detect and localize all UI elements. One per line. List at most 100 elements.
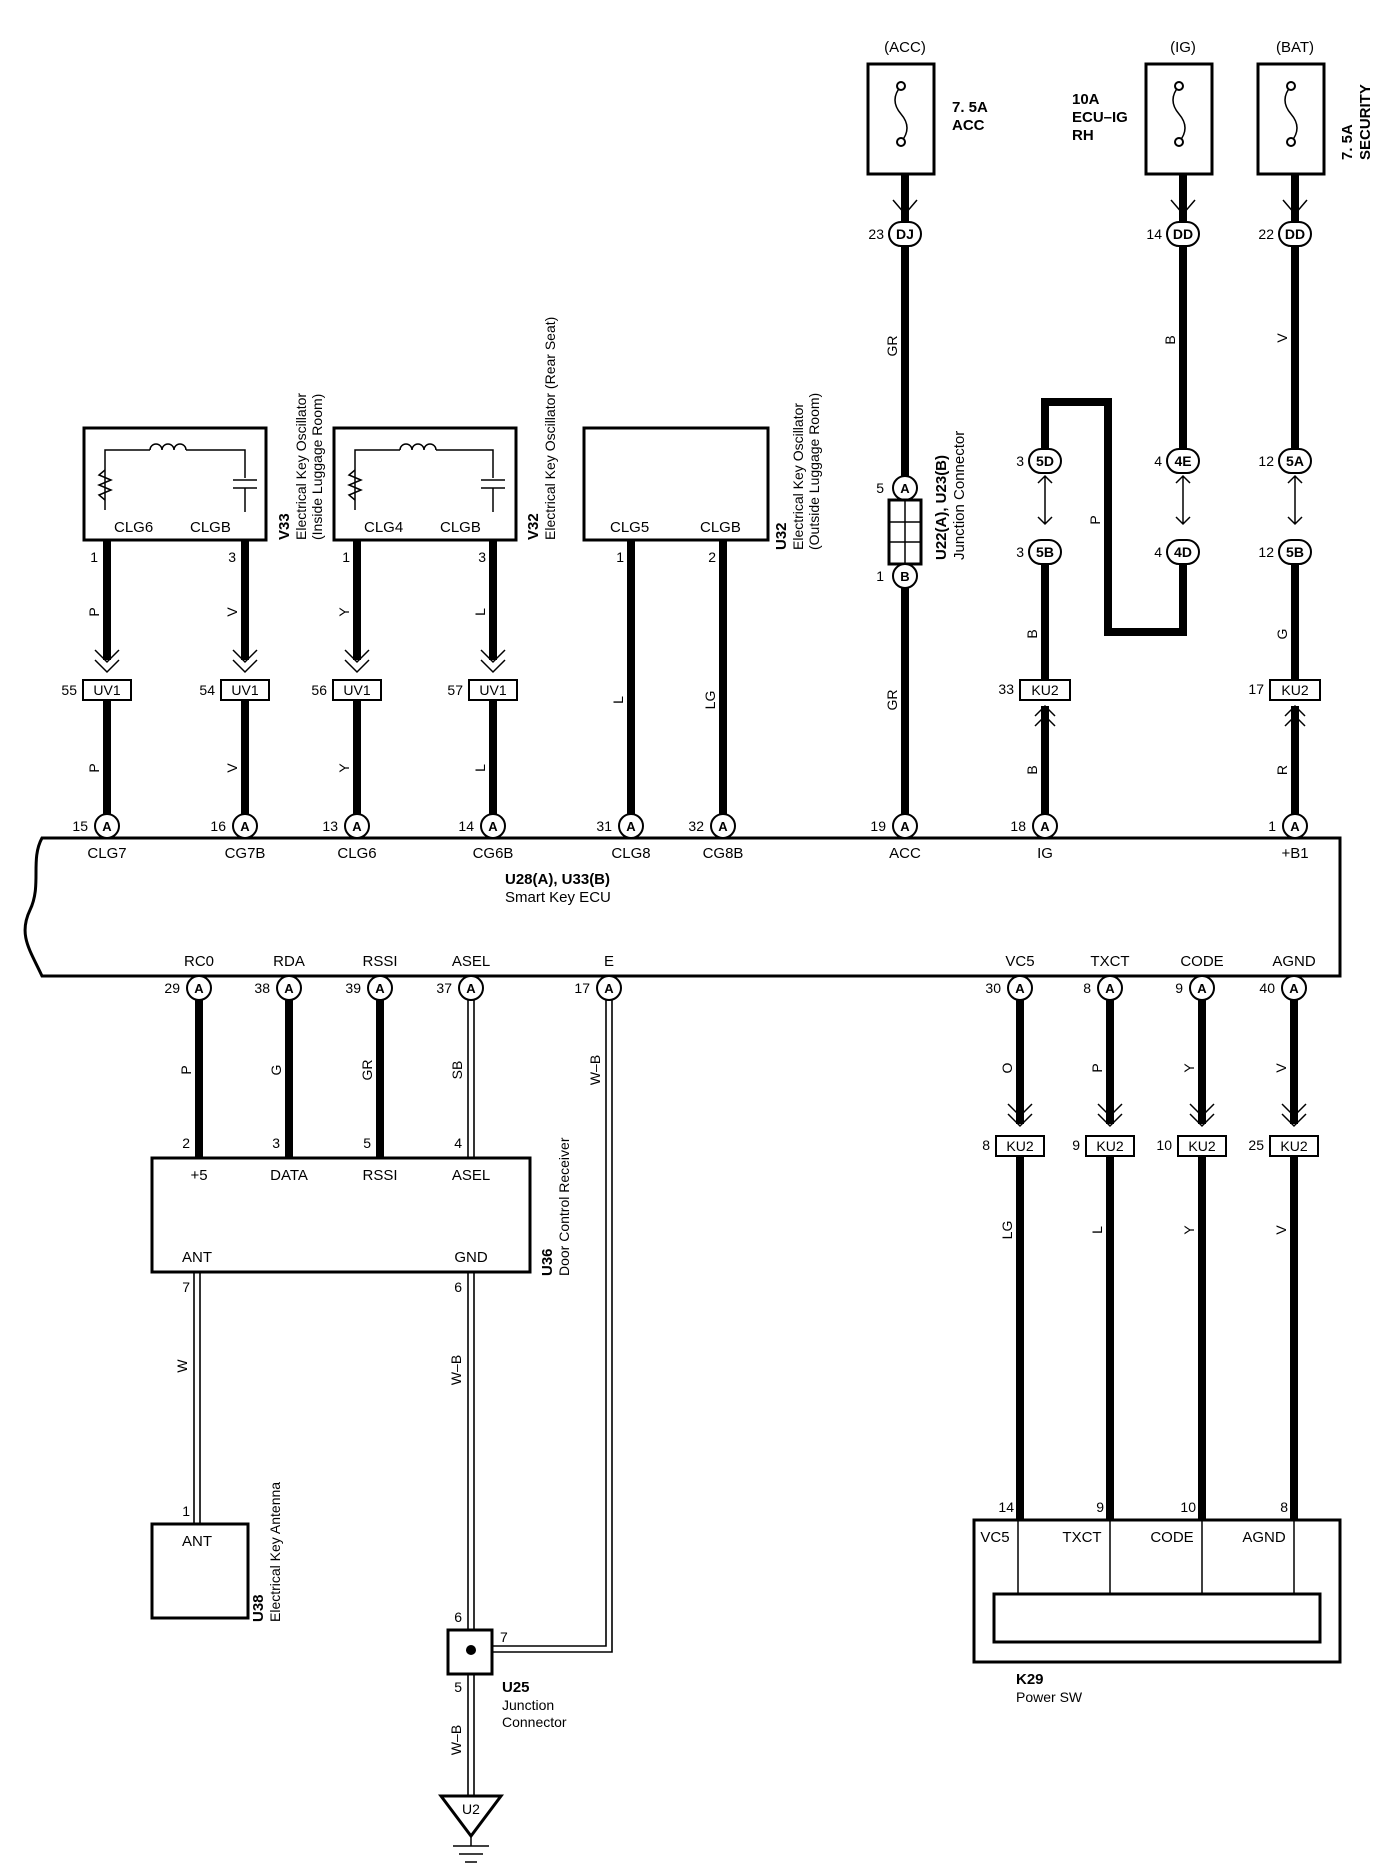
svg-text:KU2: KU2 [1006, 1138, 1033, 1154]
arrow-down-icon [1189, 1103, 1215, 1128]
svg-text:Y: Y [1181, 1063, 1197, 1073]
svg-text:DJ: DJ [896, 226, 914, 242]
svg-text:5: 5 [454, 1679, 462, 1695]
svg-text:A: A [194, 981, 204, 996]
fuse-output-wires [892, 174, 1308, 222]
svg-text:V: V [224, 607, 240, 617]
svg-text:Electrical Key Oscillator (Rea: Electrical Key Oscillator (Rear Seat) [542, 317, 558, 540]
svg-text:12: 12 [1258, 544, 1274, 560]
svg-text:G: G [268, 1065, 284, 1076]
junction-dot-icon [466, 1645, 476, 1655]
svg-text:RDA: RDA [273, 953, 305, 970]
svg-text:DD: DD [1285, 226, 1305, 242]
fuse-icon [894, 85, 908, 143]
svg-text:CG8B: CG8B [703, 845, 744, 862]
coil-icon [399, 443, 437, 451]
fuse-bat-name: SECURITY [1357, 84, 1374, 160]
ecu-pin: 1 A +B1 [1268, 813, 1309, 862]
svg-text:4: 4 [1154, 453, 1162, 469]
ground-point-icon [438, 1794, 504, 1839]
svg-text:UV1: UV1 [93, 682, 120, 698]
svg-text:UV1: UV1 [479, 682, 506, 698]
svg-text:3: 3 [228, 549, 236, 565]
fuse-ig-source: (IG) [1170, 39, 1196, 56]
arrow-down-icon [1097, 1103, 1123, 1128]
ecu-pin: 13 A CLG6 [322, 813, 377, 862]
bat-circuit: V 12 5A 12 5B G 17 KU2 R [1248, 246, 1321, 814]
svg-text:KU2: KU2 [1280, 1138, 1307, 1154]
svg-text:6: 6 [454, 1279, 462, 1295]
svg-text:Door Control Receiver: Door Control Receiver [556, 1137, 572, 1276]
smart-key-ecu: U28(A), U33(B) Smart Key ECU [23, 836, 1342, 978]
svg-text:CG7B: CG7B [225, 845, 266, 862]
svg-text:Y: Y [336, 607, 352, 617]
arrow-down-icon [1170, 199, 1196, 216]
svg-text:19: 19 [870, 818, 886, 834]
svg-text:W: W [174, 1359, 190, 1373]
svg-text:A: A [375, 981, 385, 996]
ecu-top-pins: 15 A CLG7 16 A CG7B 13 A CLG6 14 A CG6B … [72, 813, 1309, 862]
svg-text:V: V [1273, 1225, 1289, 1235]
svg-text:1: 1 [1268, 818, 1276, 834]
double-arrow-icon [1287, 474, 1303, 526]
fuse-terminal [1174, 137, 1184, 147]
svg-text:A: A [1040, 819, 1050, 834]
oscillator-u32: CLG5 CLGB U32 Electrical Key Oscillator … [582, 393, 822, 550]
svg-text:18: 18 [1010, 818, 1026, 834]
svg-text:2: 2 [182, 1135, 190, 1151]
svg-text:L: L [1089, 1226, 1105, 1234]
svg-text:8: 8 [1280, 1499, 1288, 1515]
svg-text:V: V [1274, 333, 1290, 343]
oscillator-pins: 1 3 1 3 1 2 [90, 549, 716, 565]
svg-text:GR: GR [884, 690, 900, 711]
resistor-icon [347, 469, 363, 501]
fuse-terminal [896, 137, 906, 147]
svg-text:Power SW: Power SW [1016, 1689, 1083, 1705]
ecu-pin: 14 A CG6B [458, 813, 513, 862]
svg-text:W–B: W–B [448, 1355, 464, 1385]
svg-text:RSSI: RSSI [362, 953, 397, 970]
arrow-down-icon [1282, 199, 1308, 216]
svg-text:P: P [1087, 515, 1103, 524]
svg-text:7: 7 [182, 1279, 190, 1295]
svg-text:10: 10 [1156, 1137, 1172, 1153]
svg-text:4D: 4D [1174, 544, 1192, 560]
svg-text:V: V [224, 763, 240, 773]
power-sw: 14 9 10 8 VC5 TXCT CODE AGND K29 Power S… [972, 1499, 1342, 1705]
fuse-ig-name: ECU–IG [1072, 109, 1128, 126]
svg-text:B: B [1024, 765, 1040, 774]
svg-text:CLG6: CLG6 [114, 519, 153, 536]
connector-dd-bat: 22 DD [1258, 221, 1312, 247]
svg-text:3: 3 [478, 549, 486, 565]
svg-text:P: P [86, 763, 102, 772]
svg-text:1: 1 [90, 549, 98, 565]
fuse-bat-box [1256, 62, 1326, 176]
ground-circuit: 6 W–B 6 7 5 U25 Junction Connector W–B U… [438, 1272, 567, 1863]
svg-text:3: 3 [272, 1135, 280, 1151]
fuse-terminal [1286, 137, 1296, 147]
arrow-down-icon [1281, 1103, 1307, 1128]
svg-text:54: 54 [199, 682, 215, 698]
svg-text:LG: LG [999, 1221, 1015, 1240]
svg-text:A: A [1290, 819, 1300, 834]
svg-text:9: 9 [1072, 1137, 1080, 1153]
svg-text:Connector: Connector [502, 1714, 567, 1730]
svg-text:3: 3 [1016, 453, 1024, 469]
svg-text:+B1: +B1 [1281, 845, 1308, 862]
fuse-acc-name: ACC [952, 117, 985, 134]
oscillator-v33: CLG6 CLGB V33 Electrical Key Oscillator … [82, 393, 325, 542]
svg-text:5A: 5A [1286, 453, 1304, 469]
junction-id: U22(A), U23(B) [933, 455, 950, 560]
svg-text:CLGB: CLGB [440, 519, 481, 536]
svg-text:32: 32 [688, 818, 704, 834]
ecu-bottom-pins: RC0 29 A RDA 38 A RSSI 39 A ASEL 37 A E … [164, 953, 1316, 1001]
fuse-terminal [1286, 81, 1296, 91]
svg-text:9: 9 [1096, 1499, 1104, 1515]
svg-text:(Inside Luggage Room): (Inside Luggage Room) [309, 394, 325, 540]
svg-text:5: 5 [363, 1135, 371, 1151]
svg-text:K29: K29 [1016, 1671, 1044, 1688]
ecu-pin: RDA 38 A [254, 953, 305, 1001]
svg-text:CODE: CODE [1180, 953, 1223, 970]
svg-text:CLGB: CLGB [190, 519, 231, 536]
svg-text:U36: U36 [539, 1248, 556, 1276]
